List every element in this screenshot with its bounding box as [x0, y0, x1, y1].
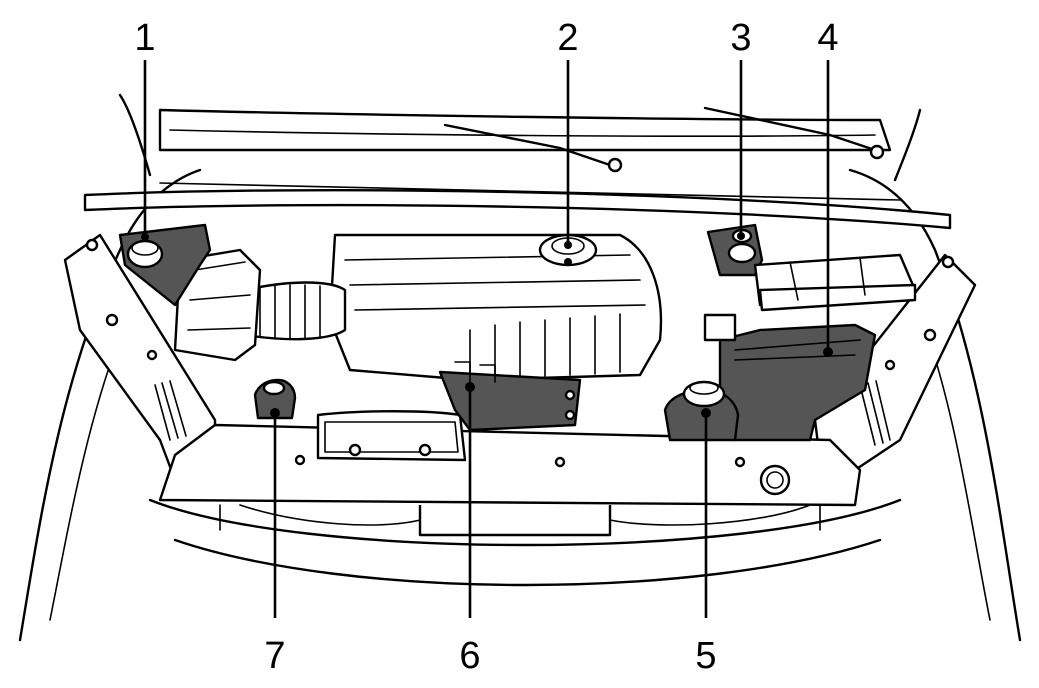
radiator-support [158, 410, 862, 507]
callout-4: 4 [817, 17, 838, 59]
transmission-area [438, 361, 582, 432]
power-steering-cap [253, 378, 297, 420]
raised-hood [118, 93, 922, 182]
callout-1: 1 [134, 17, 155, 59]
air-filter-box [173, 248, 262, 362]
strut-bar [83, 182, 952, 230]
car-body [18, 168, 1022, 642]
callout-3: 3 [730, 17, 751, 59]
callout-labels: 1 2 3 4 5 6 7 [134, 17, 838, 677]
washer-fluid-reservoir [663, 380, 740, 442]
fuse-box [753, 253, 917, 312]
callout-5: 5 [695, 635, 716, 677]
callout-2: 2 [557, 17, 578, 59]
left-fender-panel [63, 233, 217, 482]
callout-6: 6 [459, 635, 480, 677]
brake-fluid-reservoir [706, 223, 764, 277]
callout-7: 7 [264, 635, 285, 677]
engine-cover [243, 233, 663, 382]
leader-lines [141, 60, 830, 618]
